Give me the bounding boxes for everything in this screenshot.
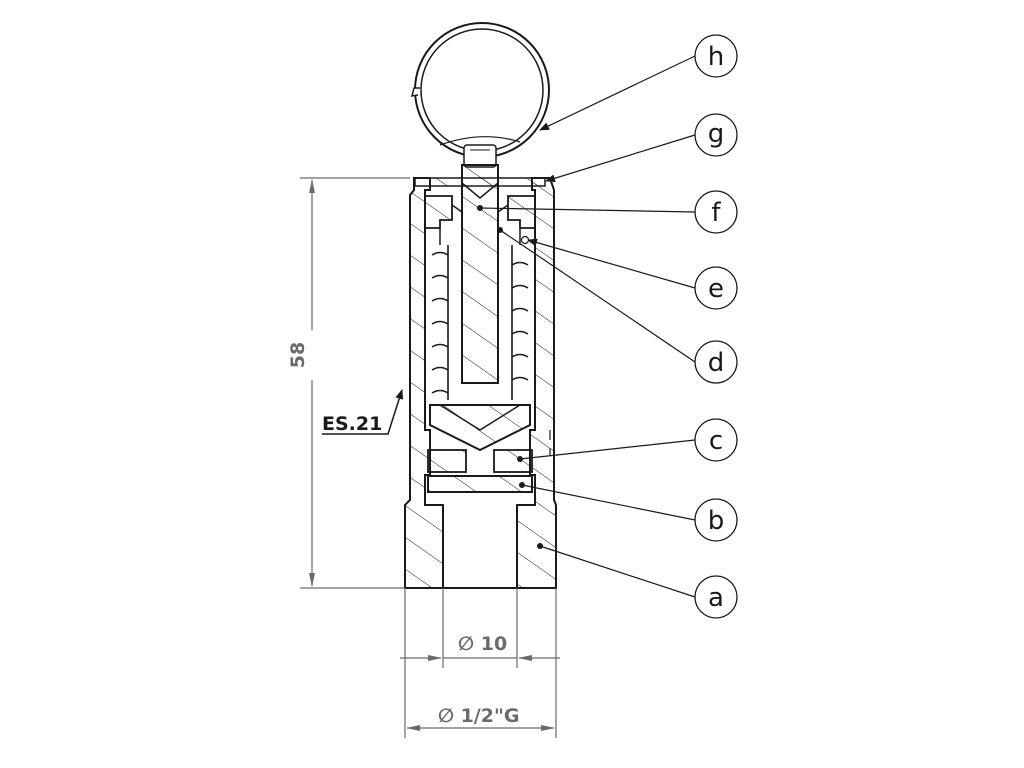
- valve-stem: [461, 144, 499, 384]
- surface-finish-label: ES.21: [322, 413, 382, 435]
- outer-diameter-value: 1/2"G: [461, 705, 520, 727]
- callout-label-d: d: [708, 348, 725, 378]
- callout-e: e: [694, 266, 738, 310]
- height-value: 58: [287, 342, 309, 368]
- callout-f: f: [694, 190, 738, 234]
- callout-leaders: [479, 55, 696, 598]
- callout-label-e: e: [708, 274, 724, 304]
- gasket: [427, 475, 533, 493]
- callout-a: a: [694, 575, 738, 619]
- top-cap: [414, 177, 546, 187]
- pull-ring: [410, 22, 550, 158]
- spring: [431, 245, 529, 400]
- valve-seat: [427, 449, 533, 473]
- callout-label-a: a: [708, 583, 724, 613]
- valve-body: [404, 177, 557, 589]
- callout-label-b: b: [708, 506, 725, 536]
- guide-bushing: [424, 195, 536, 245]
- inner-diameter-symbol: ∅: [458, 633, 474, 655]
- callout-g: g: [694, 113, 738, 157]
- callout-label-f: f: [711, 198, 721, 228]
- outer-diameter-dimension: ∅ 1/2"G: [404, 588, 557, 738]
- surface-finish-symbol: ES.21: [322, 389, 404, 435]
- callout-c: c: [694, 418, 738, 462]
- callout-h: h: [694, 34, 738, 78]
- height-dimension: 58: [287, 177, 410, 589]
- callout-label-g: g: [708, 119, 725, 149]
- outer-diameter-symbol: ∅: [438, 705, 454, 727]
- callout-label-c: c: [709, 426, 723, 456]
- inner-diameter-dimension: ∅ 10: [400, 588, 560, 668]
- callout-dots: [477, 205, 543, 549]
- callout-label-h: h: [708, 42, 724, 72]
- inner-diameter-value: 10: [481, 633, 507, 655]
- poppet: [429, 404, 531, 452]
- callout-d: d: [694, 340, 738, 384]
- callout-b: b: [694, 498, 738, 542]
